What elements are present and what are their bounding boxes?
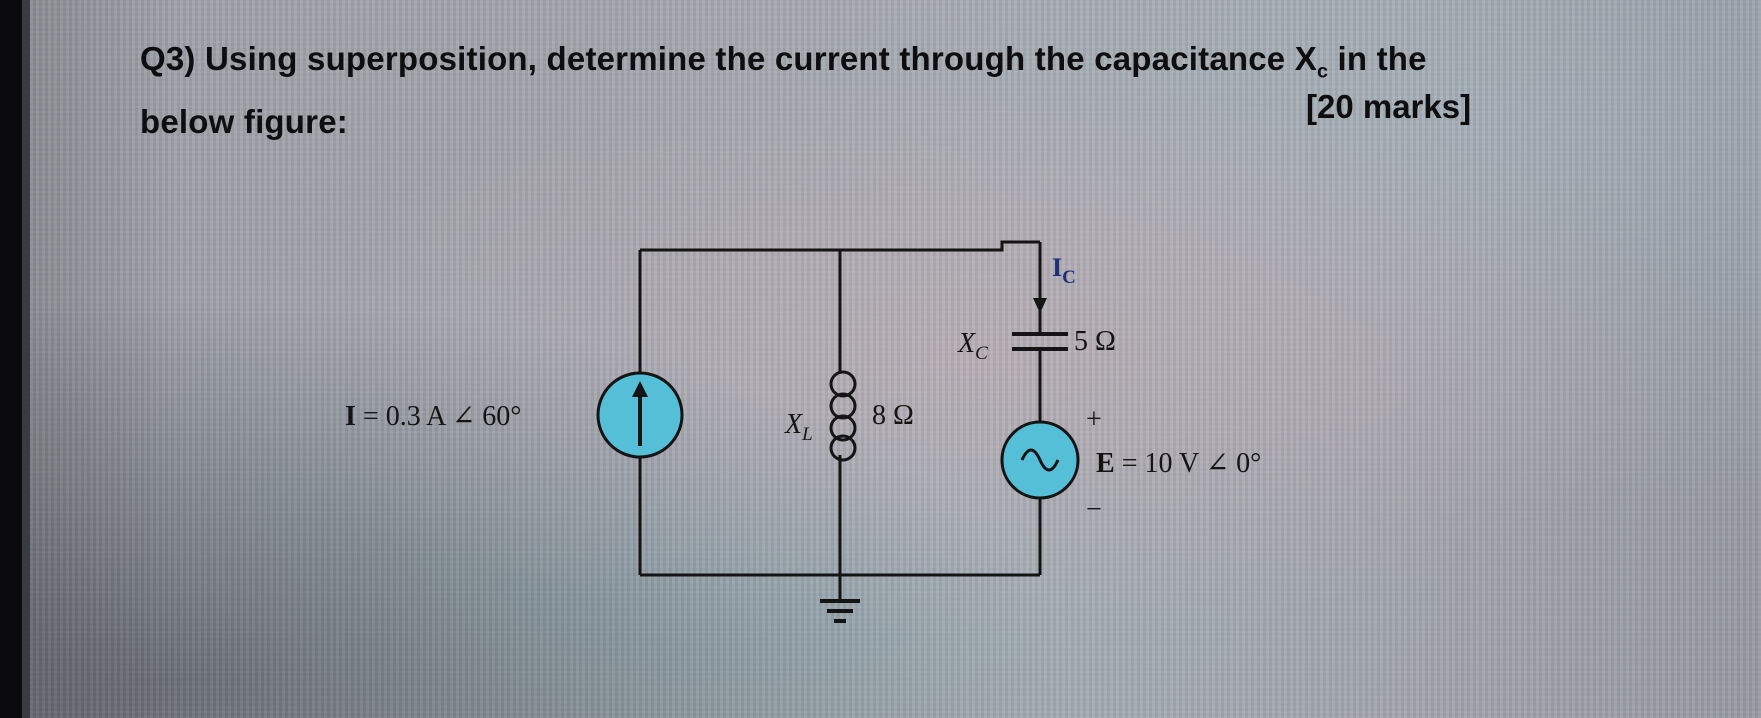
sine-wave-icon bbox=[1020, 448, 1060, 472]
voltage-source bbox=[1000, 420, 1080, 500]
current-source-arrowhead-icon bbox=[632, 381, 648, 397]
ground-icon bbox=[820, 599, 860, 623]
marks-label: [20 marks] bbox=[1306, 88, 1472, 125]
question-part1: Q3) Using superposition, determine the c… bbox=[140, 40, 1317, 77]
question-line2: below figure: bbox=[140, 102, 348, 140]
circuit-wires bbox=[638, 240, 1042, 600]
wire-top bbox=[640, 240, 1040, 252]
inductor-coil-icon bbox=[829, 370, 857, 462]
current-source-label: I = 0.3 A ∠ 60° bbox=[345, 401, 522, 432]
voltage-source-label: E = 10 V ∠ 0° bbox=[1096, 448, 1261, 479]
inductor-label: XL bbox=[784, 409, 813, 445]
capacitor-value: 5 Ω bbox=[1074, 326, 1116, 357]
question-part2: in the bbox=[1328, 40, 1427, 77]
question-text: Q3) Using superposition, determine the c… bbox=[140, 34, 1540, 147]
current-source bbox=[596, 371, 684, 459]
capacitor-current-label: IC bbox=[1052, 253, 1076, 288]
capacitor-label: XC bbox=[957, 328, 988, 364]
capacitor-icon bbox=[1012, 332, 1068, 351]
capacitor-current-arrow-icon bbox=[1033, 250, 1047, 313]
inductor-value: 8 Ω bbox=[872, 400, 914, 431]
polarity-minus: − bbox=[1086, 494, 1102, 525]
question-subscript: c bbox=[1316, 60, 1329, 83]
polarity-plus: + bbox=[1086, 404, 1102, 435]
scan-edge-strip bbox=[0, 0, 30, 718]
